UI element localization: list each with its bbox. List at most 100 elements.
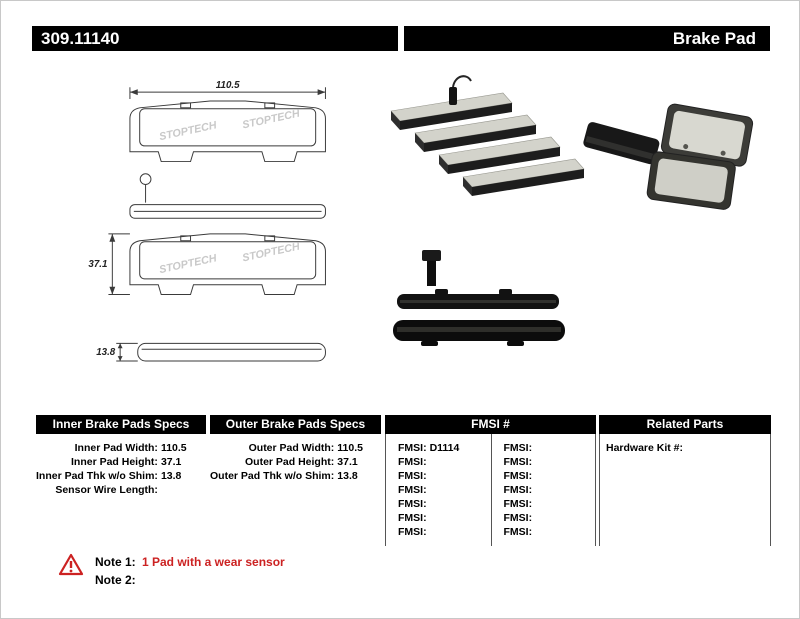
fmsi-value (532, 497, 595, 511)
fmsi-row: FMSI: (398, 469, 491, 483)
product-photos (390, 75, 754, 346)
spec-label: Inner Pad Width: (74, 442, 158, 454)
related-row: Hardware Kit #: (606, 441, 770, 455)
fmsi-value (427, 525, 491, 539)
fmsi-table: FMSI # FMSI: D1114 FMSI: FMSI: (385, 415, 596, 546)
product-photo-face-pads (583, 103, 754, 210)
inner-specs-header: Inner Brake Pads Specs (36, 415, 206, 434)
fmsi-header: FMSI # (385, 415, 596, 434)
thickness-dimension: 13.8 (96, 342, 138, 362)
stoptech-watermark: STOPTECH (241, 241, 301, 265)
outer-specs-table: Outer Brake Pads Specs Outer Pad Width: … (210, 415, 381, 483)
fmsi-label: FMSI: (503, 442, 533, 454)
fmsi-value (427, 497, 491, 511)
dim-width-label: 110.5 (216, 80, 240, 91)
fmsi-label: FMSI: (503, 456, 533, 468)
fmsi-label: FMSI: (503, 498, 533, 510)
pad-face-view-2: STOPTECH STOPTECH (129, 233, 326, 296)
fmsi-label: FMSI: (398, 484, 427, 496)
related-parts-table: Related Parts Hardware Kit #: (599, 415, 771, 546)
part-number: 309.11140 (41, 29, 120, 48)
spec-value: 37.1 (337, 456, 358, 468)
spec-value: 13.8 (160, 470, 182, 482)
fmsi-value (532, 469, 595, 483)
note2-label: Note 2: (95, 573, 136, 587)
spec-value: 13.8 (337, 470, 358, 482)
spec-row: Outer Pad Width: 110.5 (210, 441, 381, 455)
spec-label: Inner Pad Height: (71, 456, 158, 468)
fmsi-row: FMSI: (504, 511, 596, 525)
spec-label: Outer Pad Width: (248, 442, 335, 454)
product-type-title: Brake Pad (672, 29, 756, 48)
spec-row: Outer Pad Thk w/o Shim: 13.8 (210, 469, 381, 483)
fmsi-label: FMSI: (503, 484, 533, 496)
dim-height-label: 37.1 (88, 259, 107, 270)
spec-row: Sensor Wire Length: (36, 483, 206, 497)
pad-thickness-view (137, 342, 326, 362)
technical-drawing: 110.5 STOPTECH STOPTECH STOPTECH (88, 80, 326, 362)
fmsi-row: FMSI: D1114 (398, 441, 491, 455)
fmsi-label: FMSI: (398, 456, 427, 468)
spec-label: Outer Pad Height: (245, 456, 335, 468)
fmsi-value (427, 483, 491, 497)
product-type-bar: Brake Pad (404, 26, 770, 51)
warning-triangle-icon (58, 553, 84, 576)
fmsi-value (427, 511, 491, 525)
fmsi-label: FMSI: (398, 512, 427, 524)
fmsi-label: FMSI: (398, 442, 427, 454)
dim-thickness-label: 13.8 (96, 347, 116, 358)
spec-value (158, 483, 206, 497)
fmsi-value (427, 455, 491, 469)
fmsi-row: FMSI: (504, 441, 596, 455)
fmsi-row: FMSI: (504, 497, 596, 511)
stoptech-watermark: STOPTECH (158, 252, 218, 276)
spec-row: Inner Pad Width: 110.5 (36, 441, 206, 455)
fmsi-label: FMSI: (503, 512, 533, 524)
fmsi-row: FMSI: (398, 455, 491, 469)
width-dimension: 110.5 (129, 80, 326, 99)
spec-value: 110.5 (160, 442, 187, 454)
height-dimension: 37.1 (88, 233, 130, 296)
fmsi-value (427, 469, 491, 483)
fmsi-value (532, 455, 595, 469)
product-photo-side-view (393, 250, 565, 346)
stoptech-watermark: STOPTECH (241, 108, 301, 132)
fmsi-row: FMSI: (504, 525, 596, 539)
fmsi-label: FMSI: (503, 526, 533, 538)
inner-specs-table: Inner Brake Pads Specs Inner Pad Width: … (36, 415, 206, 497)
spec-label: Outer Pad Thk w/o Shim: (210, 470, 335, 482)
wear-sensor-photo (449, 75, 472, 105)
pad-face-view-1: STOPTECH STOPTECH (129, 100, 326, 163)
note1-label: Note 1: (95, 555, 136, 569)
fmsi-value: D1114 (429, 442, 460, 454)
fmsi-label: FMSI: (398, 526, 427, 538)
fmsi-row: FMSI: (398, 525, 491, 539)
spec-label: Sensor Wire Length: (55, 484, 158, 496)
fmsi-value (532, 483, 595, 497)
product-photo-angled-pads (390, 75, 585, 197)
wear-sensor-drawing (139, 173, 152, 203)
spec-row: Inner Pad Thk w/o Shim: 13.8 (36, 469, 206, 483)
fmsi-label: FMSI: (398, 470, 427, 482)
fmsi-subcolumn-2: FMSI: FMSI: FMSI: FMSI: (490, 434, 596, 546)
outer-specs-header: Outer Brake Pads Specs (210, 415, 381, 434)
part-number-bar: 309.11140 (32, 26, 398, 51)
pad-edge-view (129, 204, 326, 219)
fmsi-value (532, 441, 595, 455)
fmsi-label: FMSI: (398, 498, 427, 510)
fmsi-row: FMSI: (398, 511, 491, 525)
spec-value: 110.5 (337, 442, 363, 454)
fmsi-row: FMSI: (504, 469, 596, 483)
fmsi-row: FMSI: (398, 497, 491, 511)
spec-value: 37.1 (160, 456, 182, 468)
spec-row: Inner Pad Height: 37.1 (36, 455, 206, 469)
spec-label: Inner Pad Thk w/o Shim: (36, 470, 158, 482)
fmsi-subcolumn-1: FMSI: D1114 FMSI: FMSI: FMSI: (386, 434, 491, 546)
related-label: Hardware Kit #: (606, 442, 684, 454)
fmsi-label: FMSI: (503, 470, 533, 482)
spec-row: Outer Pad Height: 37.1 (210, 455, 381, 469)
note1-text: 1 Pad with a wear sensor (142, 555, 285, 569)
fmsi-row: FMSI: (504, 483, 596, 497)
fmsi-value (532, 511, 595, 525)
